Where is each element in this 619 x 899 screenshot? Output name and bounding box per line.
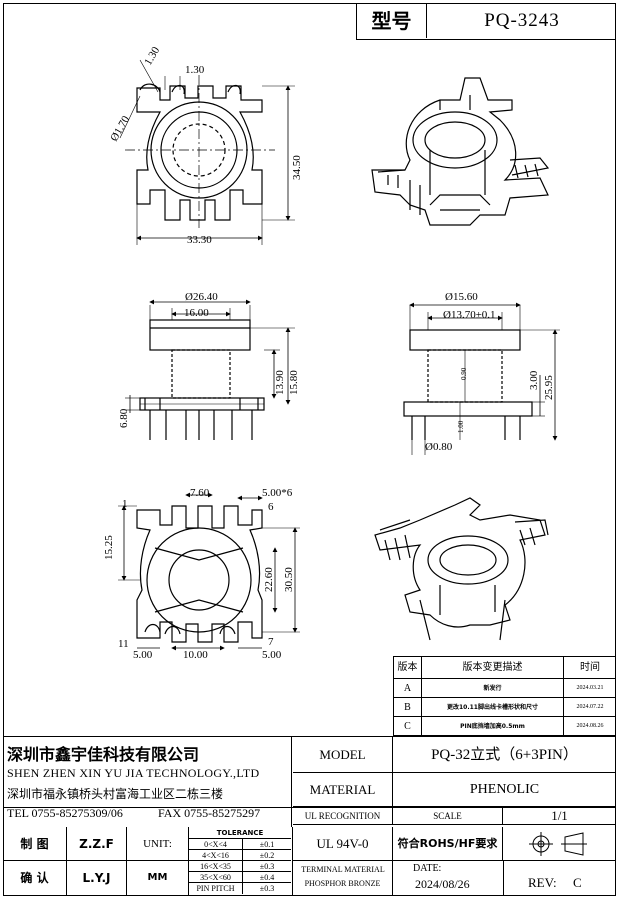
dim-q: 25.95 [543, 375, 555, 400]
divider [392, 861, 393, 895]
tolerance-value: ±0.3 [243, 861, 291, 872]
iso-view-top [371, 77, 550, 226]
dim-r: 7.60 [190, 487, 210, 499]
dim-l: Ø13.70±0.1 [443, 309, 495, 321]
side-view [403, 302, 560, 455]
company-name-en: SHEN ZHEN XIN YU JIA TECHNOLOGY.,LTD [7, 766, 260, 780]
dim-m: 0.90 [460, 367, 468, 380]
dim-v: 5.00 [133, 649, 153, 660]
dim-g: 16.00 [184, 307, 209, 319]
tolerance-range: 16<X<35 [189, 861, 243, 872]
divider [291, 737, 292, 827]
material-label: MATERIAL [293, 773, 393, 807]
top-view [119, 59, 295, 245]
rev-row-ver: A [394, 679, 422, 698]
pin-6-label: 6 [268, 501, 274, 513]
rohs-label: 符合ROHS/HF要求 [393, 827, 503, 861]
tolerance-range: PIN PITCH [189, 883, 243, 894]
tolerance-table: TOLERANCE 0<X<4 ±0.1 4<X<16 ±0.2 16<X<35… [189, 827, 293, 895]
dim-b: 1.30 [185, 64, 205, 76]
company-fax: FAX 0755-85275297 [158, 806, 261, 820]
ul-label: UL RECOGNITION [293, 807, 393, 825]
dim-u: 30.50 [283, 567, 295, 592]
model-header: 型号 PQ-3243 [356, 3, 616, 40]
ul-value: UL 94V-0 [293, 827, 393, 861]
type-label: 型号 [357, 4, 427, 38]
dim-o: Ø0.80 [425, 441, 453, 453]
rev-row-ver: B [394, 698, 422, 717]
rev-header-ver: 版本 [394, 657, 422, 679]
drawn-label: 制 图 [3, 827, 67, 861]
dim-x: 5.00 [262, 649, 282, 660]
dim-k: Ø15.60 [445, 291, 478, 303]
iso-view-bottom [374, 497, 549, 641]
rev-row-date: 2024.03.21 [564, 679, 616, 698]
model-value: PQ-32立式（6+3PIN） [393, 737, 616, 773]
model-label: MODEL [293, 737, 393, 773]
dim-e: 33.30 [187, 234, 212, 246]
check-value: L.Y.J [67, 861, 127, 895]
dim-height-left: 15.25 [103, 535, 115, 560]
pin-7-label: 7 [268, 636, 274, 648]
divider [3, 807, 616, 808]
rev-row-ver: C [394, 717, 422, 736]
dim-i: 15.80 [288, 370, 300, 395]
technical-drawing: 1.30 1.30 Ø1.70 34.50 33.30 Ø26.40 16.00… [103, 44, 560, 660]
drawn-value: Z.Z.F [67, 827, 127, 861]
unit-label: UNIT: [127, 827, 189, 861]
company-address: 深圳市福永镇桥头村富海工业区二栋三楼 [7, 787, 224, 801]
company-name-cn: 深圳市鑫宇佳科技有限公司 [7, 745, 200, 764]
tolerance-range: 4<X<16 [189, 850, 243, 861]
pin-1-label: 1 [122, 498, 128, 510]
tolerance-range: 0<X<4 [189, 839, 243, 850]
drawing-frame [3, 3, 616, 896]
third-angle-projection-icon [529, 832, 587, 856]
dim-n: 1.00 [457, 420, 465, 433]
rev-row-date: 2024.08.26 [564, 717, 616, 736]
dim-f: Ø26.40 [185, 291, 218, 303]
revision-table: 版本 版本变更描述 时间 A 新发行 2024.03.21 B 更改10.11脚… [393, 656, 616, 736]
rev-header-date: 时间 [564, 657, 616, 679]
bottom-view [118, 492, 300, 651]
front-view [125, 299, 295, 440]
tolerance-title: TOLERANCE [189, 827, 291, 839]
rev-row-date: 2024.07.22 [564, 698, 616, 717]
rev-row-desc: PIN底挡墙加高0.5mm [422, 717, 564, 736]
date-value: 2024/08/26 [415, 877, 470, 891]
terminal-value: PHOSPHOR BRONZE [293, 879, 393, 893]
rev-row-desc: 更改10.11脚出线卡槽形状和尺寸 [422, 698, 564, 717]
date-label: DATE: [413, 863, 442, 874]
rev-value: C [573, 875, 582, 890]
divider [503, 861, 504, 895]
dim-s: 5.00*6 [262, 487, 293, 499]
material-value: PHENOLIC [393, 773, 616, 807]
tolerance-value: ±0.4 [243, 872, 291, 883]
rev-row-desc: 新发行 [422, 679, 564, 698]
dim-a: 1.30 [142, 44, 162, 67]
rev-label: REV: [528, 875, 557, 890]
check-label: 确 认 [3, 861, 67, 895]
dim-w: 10.00 [183, 649, 208, 660]
unit-value: MM [127, 861, 189, 895]
dim-j: 6.80 [118, 408, 130, 428]
pin-11-label: 11 [118, 638, 129, 650]
tolerance-value: ±0.2 [243, 850, 291, 861]
tolerance-range: 35<X<60 [189, 872, 243, 883]
dim-d: 34.50 [291, 155, 303, 180]
terminal-label: TERMINAL MATERIAL [301, 865, 385, 874]
model-code: PQ-3243 [484, 10, 560, 31]
dim-t: 22.60 [263, 567, 275, 592]
rev-header-desc: 版本变更描述 [422, 657, 564, 679]
scale-value: 1/1 [503, 807, 616, 825]
projection-symbol [503, 827, 616, 861]
company-tel: TEL 0755-85275309/06 [7, 806, 123, 820]
title-block: 深圳市鑫宇佳科技有限公司 SHEN ZHEN XIN YU JIA TECHNO… [3, 736, 616, 896]
dim-h: 13.90 [274, 370, 286, 395]
scale-label: SCALE [393, 807, 503, 825]
tolerance-value: ±0.1 [243, 839, 291, 850]
dim-c: Ø1.70 [108, 114, 132, 144]
tolerance-value: ±0.3 [259, 884, 275, 893]
dim-p: 3.00 [528, 370, 540, 390]
